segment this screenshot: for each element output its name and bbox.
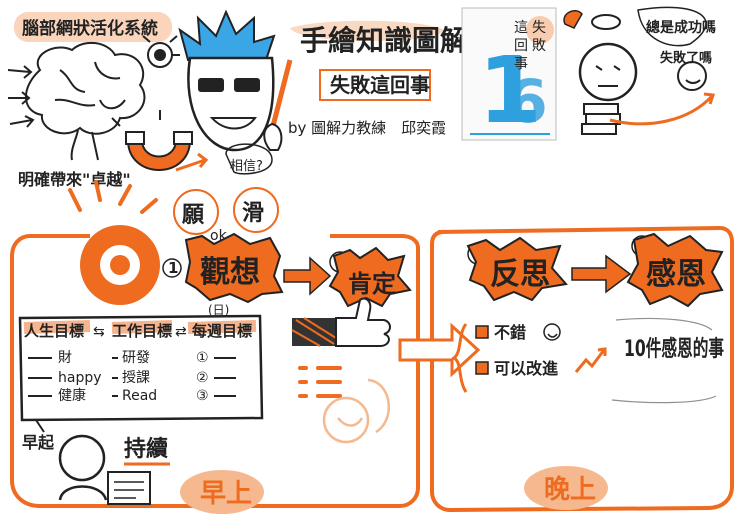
- gratitude-text: 10件感恩的事: [624, 336, 724, 362]
- book-char-3: 這: [514, 20, 528, 36]
- book-char-5: 事: [514, 56, 528, 72]
- eye-icon: [68, 180, 160, 305]
- brain-icon: [25, 41, 146, 161]
- wake-label: 早起: [22, 433, 55, 452]
- week-item-2: ②: [196, 370, 209, 386]
- author-avatar: [178, 9, 293, 152]
- week-item-1: ①: [196, 350, 209, 366]
- improve-arrow-icon: [574, 347, 607, 373]
- magnet-arrow: [175, 152, 209, 172]
- reflection-good: 不錯: [494, 323, 526, 342]
- goal-header-life: 人生目標: [24, 322, 84, 340]
- visualize-hints: 願 滑 ok 相信?: [173, 143, 279, 244]
- step-1-number: 1: [168, 259, 178, 277]
- worried-face-icon: [578, 42, 638, 102]
- transition-arrow: [398, 322, 481, 378]
- work-item-teach: 授課: [122, 370, 150, 386]
- goal-header-work: 工作目標: [112, 322, 172, 340]
- top-left-label: 腦部網狀活化系統: [22, 18, 158, 39]
- input-arrows: [7, 65, 35, 128]
- header-label-bg: [14, 12, 172, 42]
- hint-believe: 相信?: [230, 159, 263, 174]
- step-3-label: 反思: [490, 257, 550, 292]
- hint-smooth: 滑: [242, 201, 264, 226]
- bubble-success: 總是成功嗎: [646, 19, 716, 36]
- top-right-comic: 總是成功嗎 失敗了嗎: [563, 6, 716, 135]
- newspaper-icon: [107, 471, 151, 505]
- goal-board: 人生目標 ⇆ 工作目標 ⇄ 每週目標 (日) 財 happy 健康 研發 授課 …: [18, 303, 264, 422]
- list-lines-icon: [298, 366, 342, 398]
- step-1-label: 觀想: [200, 255, 260, 290]
- step-arrow-2: [571, 254, 632, 294]
- goal-arrow-1: ⇆: [93, 324, 105, 340]
- magnet-icon: [111, 110, 209, 171]
- evening-frame: [430, 225, 734, 513]
- thumbs-up-icon: [291, 297, 391, 347]
- step-1: 1 觀想: [162, 232, 284, 304]
- smile-icon: [543, 323, 561, 341]
- week-item-3: ③: [196, 388, 209, 404]
- book-cover: 1 6 失 敗 這 回 事: [461, 7, 557, 144]
- morning-label: 早上: [200, 479, 252, 509]
- morning-frame: [10, 234, 420, 508]
- step-3: 3 反思: [466, 236, 568, 302]
- life-item-happy: happy: [58, 370, 102, 386]
- book-char-1: 失: [532, 20, 546, 36]
- wake-up-section: 早起 持續: [22, 419, 170, 505]
- hint-wish: 願: [182, 203, 205, 228]
- gratitude-note: 10件感恩的事: [611, 317, 724, 404]
- book-big-digit-1: 1: [478, 37, 542, 144]
- checkbox-good-icon: [475, 325, 489, 339]
- life-item-health: 健康: [58, 387, 86, 404]
- step-2: 2 肯定: [328, 246, 412, 308]
- brain-section: 腦部網狀活化系統 明確帶來"卓越": [7, 12, 209, 189]
- reflection-improve: 可以改進: [494, 359, 558, 378]
- book-char-2: 敗: [532, 38, 546, 54]
- person-icon: [58, 434, 106, 482]
- checkbox-improve-icon: [475, 361, 489, 375]
- page-title: 手繪知識圖解: [300, 24, 468, 57]
- evening-label-group: 晚上: [524, 466, 608, 510]
- book-char-4: 回: [514, 38, 528, 54]
- step-arrow-1: [283, 256, 332, 296]
- work-item-rnd: 研發: [122, 350, 150, 366]
- page-subtitle: 失敗這回事: [330, 73, 430, 97]
- morning-label-group: 早上: [180, 470, 264, 514]
- evening-label: 晚上: [544, 475, 596, 505]
- goal-arrow-2: ⇄: [175, 324, 187, 340]
- persist-label: 持續: [124, 436, 168, 462]
- goal-week-note: (日): [208, 303, 229, 317]
- book-big-digit-6: 6: [506, 67, 548, 137]
- target-icon: [142, 35, 180, 68]
- work-item-read: Read: [122, 388, 157, 404]
- bubble-failure: 失敗了嗎: [660, 50, 712, 66]
- reflection-list: 不錯 可以改進: [451, 323, 607, 393]
- goal-header-week: 每週目標: [192, 322, 252, 340]
- step-4-label: 感恩: [646, 257, 706, 292]
- title-block: 手繪知識圖解 失敗這回事 by 圖解力教練 邱奕霞: [288, 20, 468, 137]
- step-4: 4 感恩: [626, 232, 724, 308]
- life-item-wealth: 財: [58, 350, 72, 366]
- focus-caption: 明確帶來"卓越": [18, 170, 131, 189]
- listening-figure-icon: [322, 378, 390, 444]
- step-2-label: 肯定: [348, 270, 396, 298]
- happy-face-icon: [677, 61, 707, 91]
- byline: by 圖解力教練 邱奕霞: [288, 119, 446, 137]
